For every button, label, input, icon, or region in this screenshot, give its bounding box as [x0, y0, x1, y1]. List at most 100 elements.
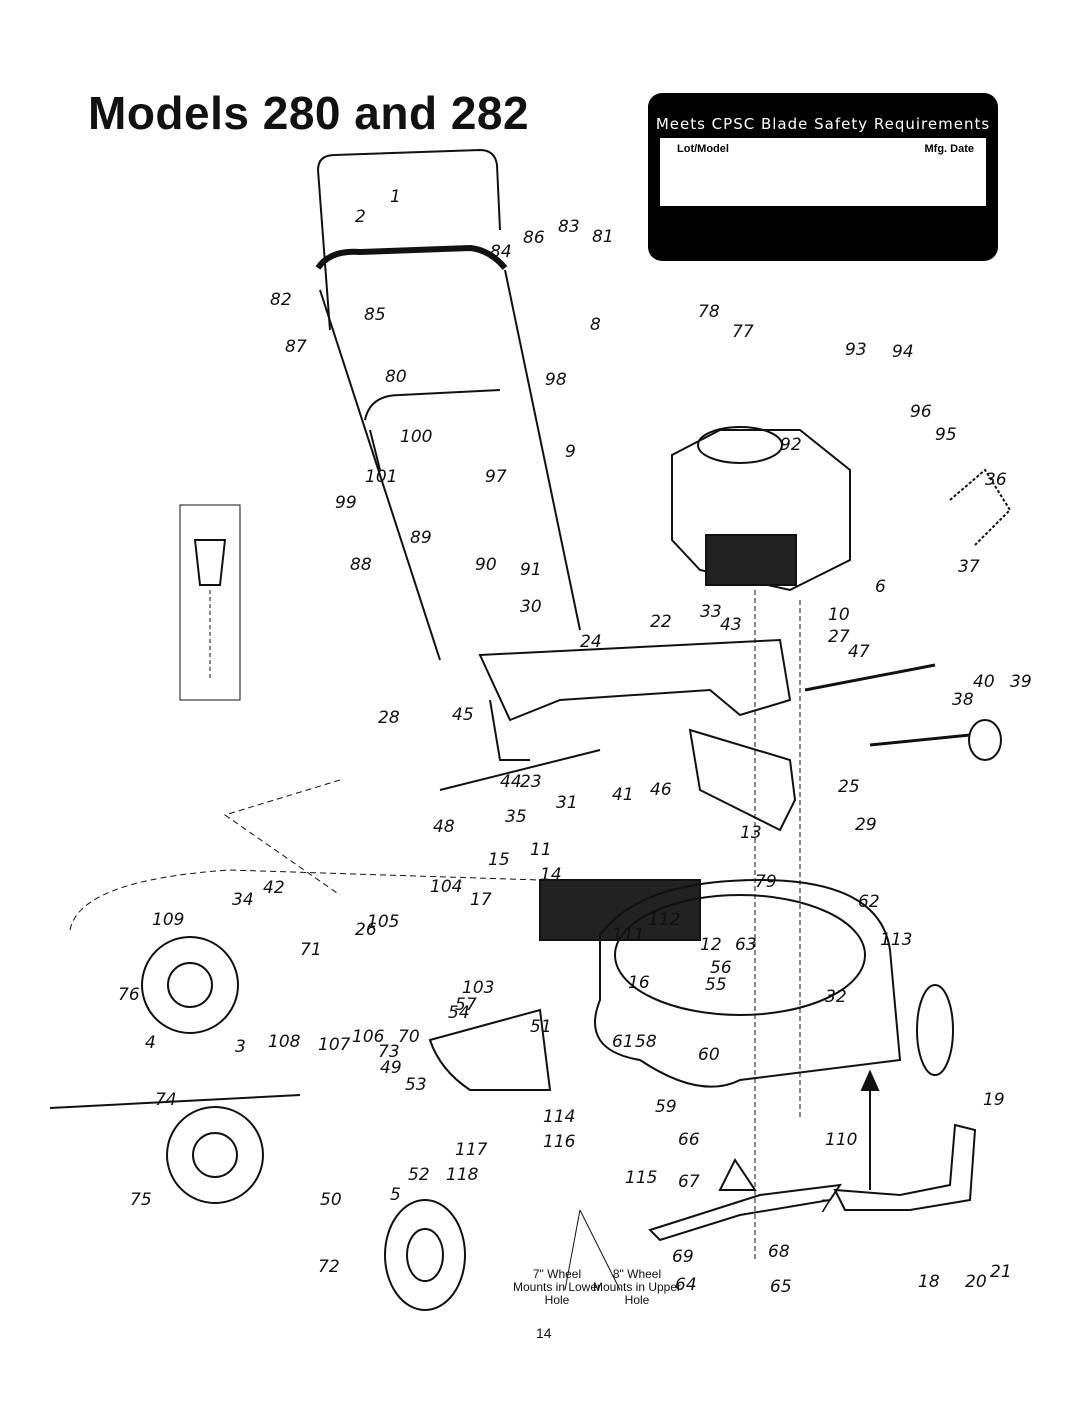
part-51: 51 — [530, 1017, 552, 1037]
part-93: 93 — [845, 340, 867, 360]
part-109: 109 — [152, 910, 184, 930]
rear-wheel-upper — [141, 936, 239, 1034]
part-63: 63 — [735, 935, 757, 955]
wheel-7-caption: 7" Wheel Mounts in Lower Hole — [512, 1267, 602, 1307]
part-29: 29 — [855, 815, 877, 835]
part-8: 8 — [590, 315, 601, 335]
strap — [833, 1123, 977, 1211]
part-105: 105 — [367, 912, 399, 932]
part-9: 9 — [565, 442, 576, 462]
part-107: 107 — [318, 1035, 351, 1055]
part-81: 81 — [592, 227, 614, 247]
label-heading: Meets CPSC Blade Safety Requirements — [655, 115, 991, 133]
part-15: 15 — [488, 850, 510, 870]
part-10: 10 — [828, 605, 850, 625]
part-62: 62 — [858, 892, 880, 912]
blade — [648, 1183, 843, 1242]
part-96: 96 — [910, 402, 932, 422]
part-64: 64 — [675, 1275, 697, 1295]
part-80: 80 — [385, 367, 407, 387]
part-27: 27 — [828, 627, 850, 647]
part-83: 83 — [558, 217, 580, 237]
part-21: 21 — [990, 1262, 1012, 1282]
part-6: 6 — [875, 577, 886, 597]
part-48: 48 — [433, 817, 455, 837]
part-44: 44 — [500, 772, 522, 792]
part-118: 118 — [446, 1165, 479, 1185]
rear-wheel-lower — [166, 1106, 264, 1204]
part-115: 115 — [625, 1168, 657, 1188]
part-98: 98 — [545, 370, 567, 390]
part-4: 4 — [145, 1033, 156, 1053]
part-73: 73 — [378, 1042, 400, 1062]
part-113: 113 — [880, 930, 912, 950]
handle-grip — [315, 244, 508, 270]
part-20: 20 — [965, 1272, 987, 1292]
mfg-date-label: Mfg. Date — [924, 143, 975, 155]
part-19: 19 — [983, 1090, 1005, 1110]
part-94: 94 — [892, 342, 914, 362]
part-60: 60 — [698, 1045, 720, 1065]
part-101: 101 — [365, 467, 397, 487]
part-104: 104 — [430, 877, 462, 897]
lower-handle-right — [504, 269, 581, 631]
part-110: 110 — [825, 1130, 857, 1150]
lower-handle-left — [319, 289, 441, 661]
part-95: 95 — [935, 425, 957, 445]
part-32: 32 — [825, 987, 847, 1007]
part-116: 116 — [543, 1132, 576, 1152]
part-47: 47 — [848, 642, 870, 662]
part-38: 38 — [952, 690, 974, 710]
part-22: 22 — [650, 612, 672, 632]
page-title: Models 280 and 282 — [88, 87, 530, 139]
part-53: 53 — [405, 1075, 427, 1095]
rear-frame — [478, 638, 792, 722]
part-39: 39 — [1010, 672, 1032, 692]
part-56: 56 — [710, 958, 732, 978]
part-18: 18 — [918, 1272, 940, 1292]
part-88: 88 — [350, 555, 372, 575]
baffle — [539, 879, 701, 941]
part-114: 114 — [543, 1107, 575, 1127]
part-103: 103 — [462, 978, 494, 998]
part-52: 52 — [408, 1165, 430, 1185]
deck-outline — [69, 869, 541, 931]
part-90: 90 — [475, 555, 497, 575]
page-number: 14 — [536, 1325, 552, 1341]
part-97: 97 — [485, 467, 507, 487]
part-61: 61 — [612, 1032, 634, 1052]
part-72: 72 — [318, 1257, 340, 1277]
part-57: 57 — [455, 995, 477, 1015]
part-54: 54 — [448, 1003, 470, 1023]
part-40: 40 — [973, 672, 995, 692]
part-79: 79 — [755, 872, 777, 892]
part-13: 13 — [740, 823, 762, 843]
rear-shield — [428, 1008, 552, 1091]
part-35: 35 — [505, 807, 527, 827]
inset-box — [179, 504, 241, 701]
part-65: 65 — [770, 1277, 792, 1297]
part-34: 34 — [232, 890, 254, 910]
part-37: 37 — [958, 557, 980, 577]
safety-label: Meets CPSC Blade Safety Requirements Lot… — [648, 93, 998, 261]
upper-handle — [316, 148, 501, 331]
part-85: 85 — [364, 305, 386, 325]
label-info-panel: Lot/Model Mfg. Date — [660, 138, 986, 206]
part-33: 33 — [700, 602, 722, 622]
part-24: 24 — [580, 632, 602, 652]
part-86: 86 — [523, 228, 545, 248]
part-1: 1 — [390, 187, 401, 207]
part-14: 14 — [540, 865, 562, 885]
handle-crossbar-lower — [369, 429, 381, 471]
part-42: 42 — [263, 878, 285, 898]
part-112: 112 — [648, 910, 680, 930]
part-89: 89 — [410, 528, 432, 548]
part-36: 36 — [985, 470, 1007, 490]
part-92: 92 — [780, 435, 802, 455]
part-11: 11 — [530, 840, 552, 860]
part-71: 71 — [300, 940, 322, 960]
part-91: 91 — [520, 560, 542, 580]
part-70: 70 — [398, 1027, 420, 1047]
part-25: 25 — [838, 777, 860, 797]
